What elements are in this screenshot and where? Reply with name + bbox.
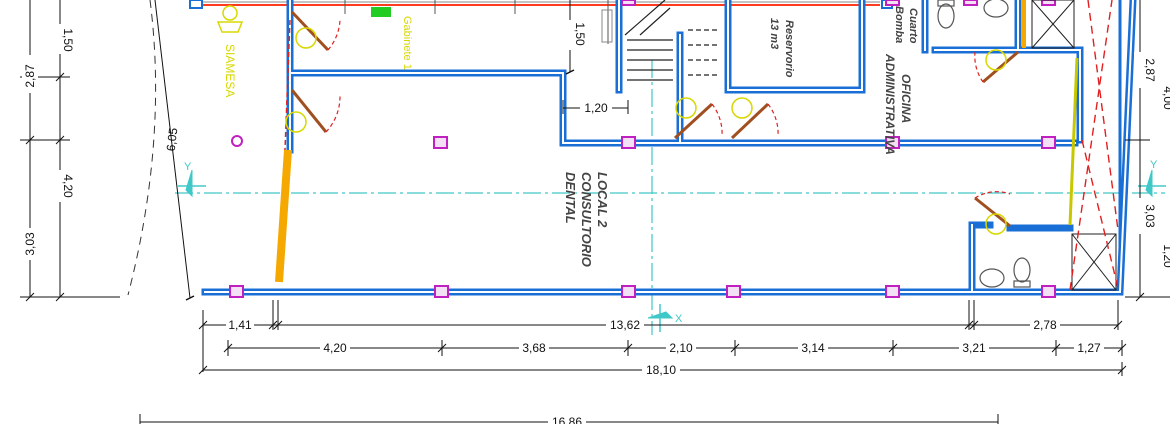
room-cuarto-label: Cuarto Bomba — [893, 6, 919, 44]
dim-row1-278: 2,78 — [1033, 318, 1057, 332]
siamesa-symbol — [216, 5, 244, 33]
dim-left-420: 4,20 — [61, 174, 75, 198]
dim-stair-120: 1,20 — [584, 101, 608, 115]
siamesa-label: SIAMESA — [223, 44, 237, 97]
dim-row3-1810: 18,10 — [646, 363, 676, 377]
dim-right-cut2: 1,20 — [1161, 244, 1170, 268]
room-reservorio-line2: 13 m3 — [768, 18, 780, 49]
axis-y-right-label: Y — [1150, 159, 1158, 171]
axis-x-label: X — [675, 313, 683, 325]
column-marker-circle — [231, 135, 243, 147]
property-boundary — [127, 0, 157, 296]
walls — [201, 0, 1137, 296]
dim-row2-368: 3,68 — [522, 341, 546, 355]
axis-lines — [175, 60, 1165, 335]
axis-y-left-label: Y — [184, 161, 192, 173]
red-pipe-vertical — [284, 19, 291, 151]
room-local-line3: DENTAL — [563, 172, 578, 224]
bathroom-fixtures — [937, 0, 1031, 288]
room-oficina-line1: OFICINA — [899, 74, 913, 123]
room-cuarto-line1: Cuarto — [907, 8, 919, 44]
dim-left-287: 2,87 — [23, 64, 37, 88]
dim-row2-314: 3,14 — [801, 341, 825, 355]
gabinete-symbol — [371, 7, 391, 17]
room-cuarto-line2: Bomba — [893, 6, 905, 43]
dim-left-150: 1,50 — [61, 28, 75, 52]
dim-stair-150: 1,50 — [573, 22, 587, 46]
electric-panel — [601, 9, 613, 43]
axis-marker-x — [647, 304, 674, 332]
dim-row2-210: 2,10 — [669, 341, 693, 355]
axis-marker-y-left — [178, 169, 206, 198]
room-oficina-label: OFICINA ADMINISTRATIVA — [883, 53, 913, 155]
columns — [229, 0, 1056, 298]
gabinete-label: Gabinete 1 — [401, 16, 413, 70]
glass-panel-left — [275, 149, 292, 283]
extinguisher-symbols — [285, 27, 1007, 235]
diag-dimension-line — [154, 0, 191, 299]
dim-diag-605: 6,05 — [164, 127, 181, 152]
dim-row1-141: 1,41 — [228, 318, 252, 332]
axis-marker-y-right — [1138, 169, 1166, 198]
dim-right-303: 3,03 — [1143, 204, 1157, 228]
room-local-line2: CONSULTORIO — [579, 172, 594, 267]
red-dashed-lines — [1069, 0, 1119, 291]
dim-row2-420: 4,20 — [323, 341, 347, 355]
dim-left-303: 3,03 — [23, 232, 37, 256]
dim-row2-127: 1,27 — [1077, 341, 1101, 355]
room-oficina-line2: ADMINISTRATIVA — [883, 53, 897, 155]
room-local-line1: LOCAL 2 — [595, 172, 610, 228]
right-dimension-chain — [1125, 0, 1170, 302]
dim-row4-1686: 16,86 — [552, 415, 582, 424]
dim-right-cut1: 4,00 — [1161, 86, 1170, 110]
dim-right-287: 2,87 — [1143, 58, 1157, 82]
valve-left-top — [189, 0, 203, 9]
pipe-lines — [200, 0, 880, 44]
room-local-label: LOCAL 2 CONSULTORIO DENTAL — [563, 172, 610, 267]
shafts — [1031, 0, 1117, 291]
glass-panel-right — [1068, 57, 1079, 226]
room-reservorio-line1: Reservorio — [783, 20, 795, 78]
staircase — [624, 0, 720, 81]
dim-row1-1362: 13,62 — [610, 318, 640, 332]
room-reservorio-label: Reservorio 13 m3 — [768, 18, 795, 78]
doors — [290, 10, 1019, 228]
dim-row2-321: 3,21 — [962, 341, 986, 355]
